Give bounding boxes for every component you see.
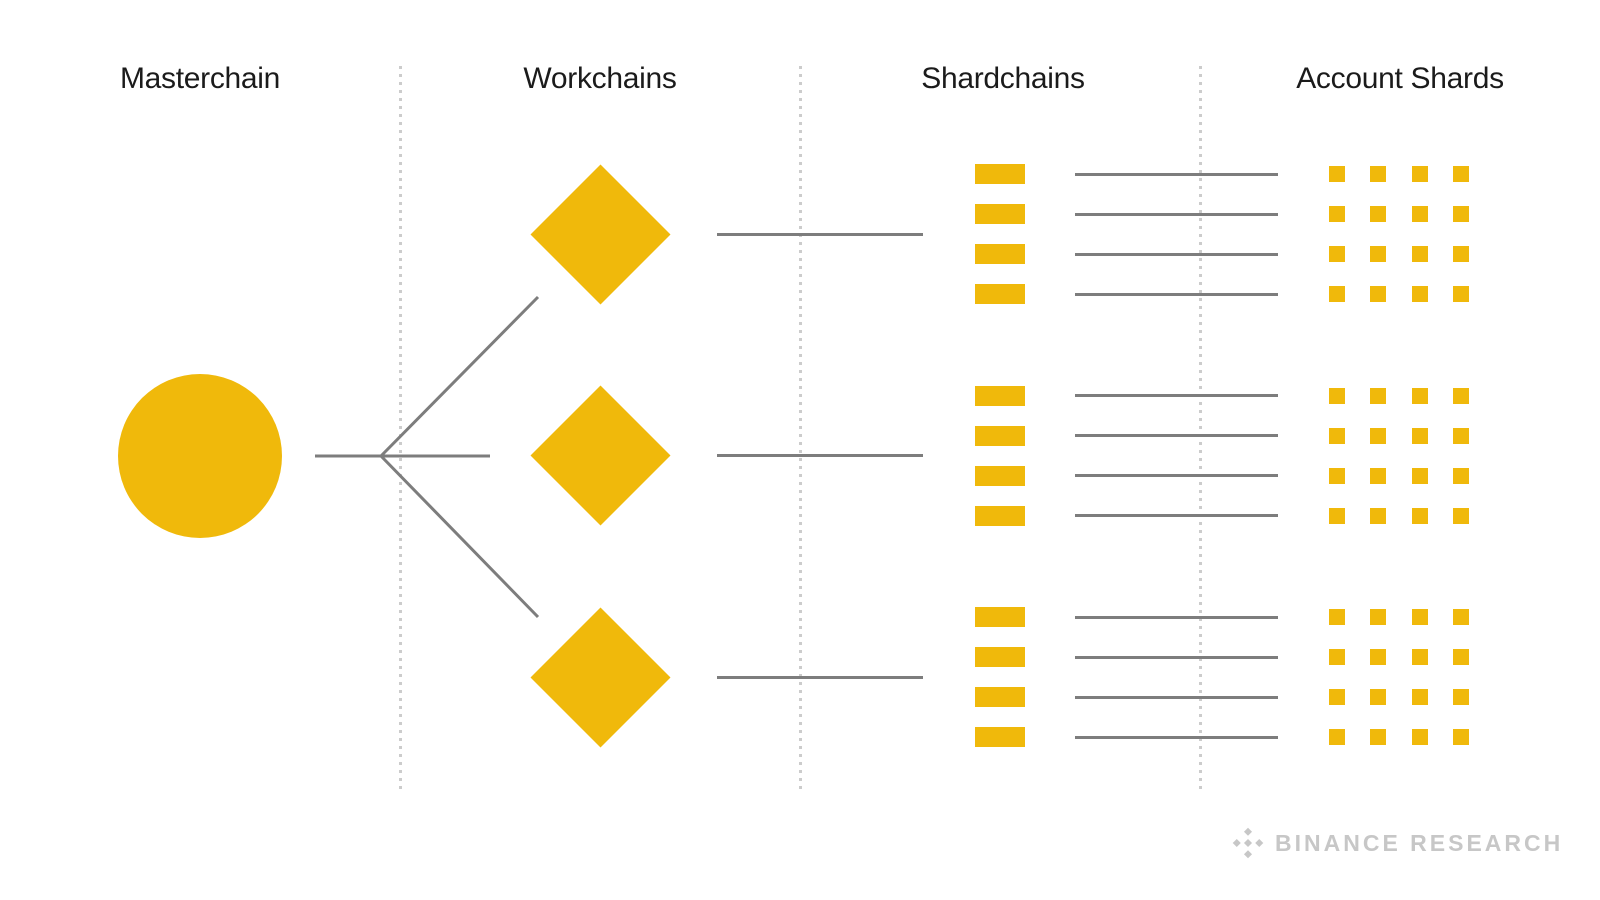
shardchain-block: [975, 465, 1025, 486]
shardchain-connector-line: [1075, 514, 1278, 517]
account-shard-cell: [1370, 467, 1387, 484]
account-shard-cell: [1411, 427, 1428, 444]
column-separator-1: [398, 66, 402, 794]
shardchain-block: [975, 425, 1025, 446]
shardchain-connector-line: [1075, 172, 1278, 176]
account-shard-cell: [1329, 649, 1345, 665]
account-shard-cell: [1411, 689, 1428, 705]
shardchain-block: [975, 647, 1025, 667]
shardchain-connector-line: [1075, 474, 1278, 477]
account-shard-cell: [1452, 729, 1469, 745]
account-shard-cell: [1411, 729, 1428, 745]
shardchain-block: [975, 687, 1025, 707]
shardchain-connector-line: [1075, 655, 1278, 659]
account-shard-cell: [1329, 609, 1345, 625]
workchain-connector-line: [717, 232, 923, 236]
account-shard-cell: [1370, 609, 1387, 625]
account-shard-cell: [1329, 387, 1345, 404]
account-shard-cell: [1452, 649, 1469, 665]
workchain-connector-line: [717, 675, 923, 679]
shardchain-block: [975, 505, 1025, 526]
binance-diamond-logo-icon: [1232, 827, 1264, 859]
shardchain-connector-line: [1075, 212, 1278, 216]
account-shard-cell: [1452, 206, 1469, 222]
account-shard-cell: [1370, 387, 1387, 404]
shardchain-connector-line: [1075, 615, 1278, 619]
binance-research-wordmark: BINANCE RESEARCH: [1275, 829, 1564, 856]
account-shard-cell: [1370, 507, 1387, 524]
account-shard-cell: [1452, 689, 1469, 705]
account-shard-cell: [1411, 286, 1428, 302]
shardchain-block: [975, 164, 1025, 184]
account-shard-cell: [1329, 507, 1345, 524]
shardchain-connector-line: [1075, 292, 1278, 296]
shardchain-block: [975, 204, 1025, 224]
shardchain-connector-line: [1075, 394, 1278, 397]
shardchain-connector-line: [1075, 695, 1278, 699]
account-shard-cell: [1329, 166, 1345, 182]
account-shard-cell: [1452, 286, 1469, 302]
account-shard-cell: [1452, 507, 1469, 524]
shardchain-connector-line: [1075, 252, 1278, 256]
shardchain-block: [975, 385, 1025, 406]
column-separator-3: [1198, 66, 1202, 794]
column-header-masterchain: Masterchain: [119, 62, 281, 95]
account-shard-cell: [1329, 206, 1345, 222]
account-shard-cell: [1329, 246, 1345, 262]
shardchain-block: [975, 727, 1025, 747]
shardchain-block: [975, 244, 1025, 264]
account-shard-cell: [1452, 609, 1469, 625]
shardchain-block: [975, 607, 1025, 627]
account-shard-cell: [1452, 467, 1469, 484]
account-shard-cell: [1452, 246, 1469, 262]
account-shard-cell: [1370, 649, 1387, 665]
column-header-account-shards: Account Shards: [1296, 62, 1504, 95]
account-shard-cell: [1370, 689, 1387, 705]
account-shard-cell: [1370, 286, 1387, 302]
account-shard-cell: [1370, 427, 1387, 444]
column-header-shardchains: Shardchains: [921, 62, 1085, 95]
account-shard-cell: [1452, 387, 1469, 404]
account-shard-cell: [1411, 387, 1428, 404]
account-shard-cell: [1329, 286, 1345, 302]
account-shard-cell: [1411, 609, 1428, 625]
binance-research-watermark: BINANCE RESEARCH: [1230, 824, 1563, 862]
account-shard-cell: [1370, 729, 1387, 745]
shardchain-connector-line: [1075, 434, 1278, 437]
account-shard-cell: [1329, 689, 1345, 705]
workchain-connector-line: [717, 454, 923, 457]
column-header-workchains: Workchains: [523, 62, 677, 95]
account-shard-cell: [1329, 467, 1345, 484]
column-separator-2: [798, 66, 802, 794]
account-shard-cell: [1370, 166, 1387, 182]
account-shard-cell: [1411, 206, 1428, 222]
account-shard-cell: [1329, 427, 1345, 444]
account-shard-cell: [1411, 467, 1428, 484]
account-shard-cell: [1452, 166, 1469, 182]
shardchain-block: [975, 284, 1025, 304]
account-shard-cell: [1370, 206, 1387, 222]
account-shard-cell: [1411, 507, 1428, 524]
shardchain-connector-line: [1075, 735, 1278, 739]
masterchain-node: [118, 374, 282, 538]
account-shard-cell: [1452, 427, 1469, 444]
account-shard-cell: [1411, 166, 1428, 182]
account-shard-cell: [1329, 729, 1345, 745]
account-shard-cell: [1411, 246, 1428, 262]
account-shard-cell: [1370, 246, 1387, 262]
account-shard-cell: [1411, 649, 1428, 665]
